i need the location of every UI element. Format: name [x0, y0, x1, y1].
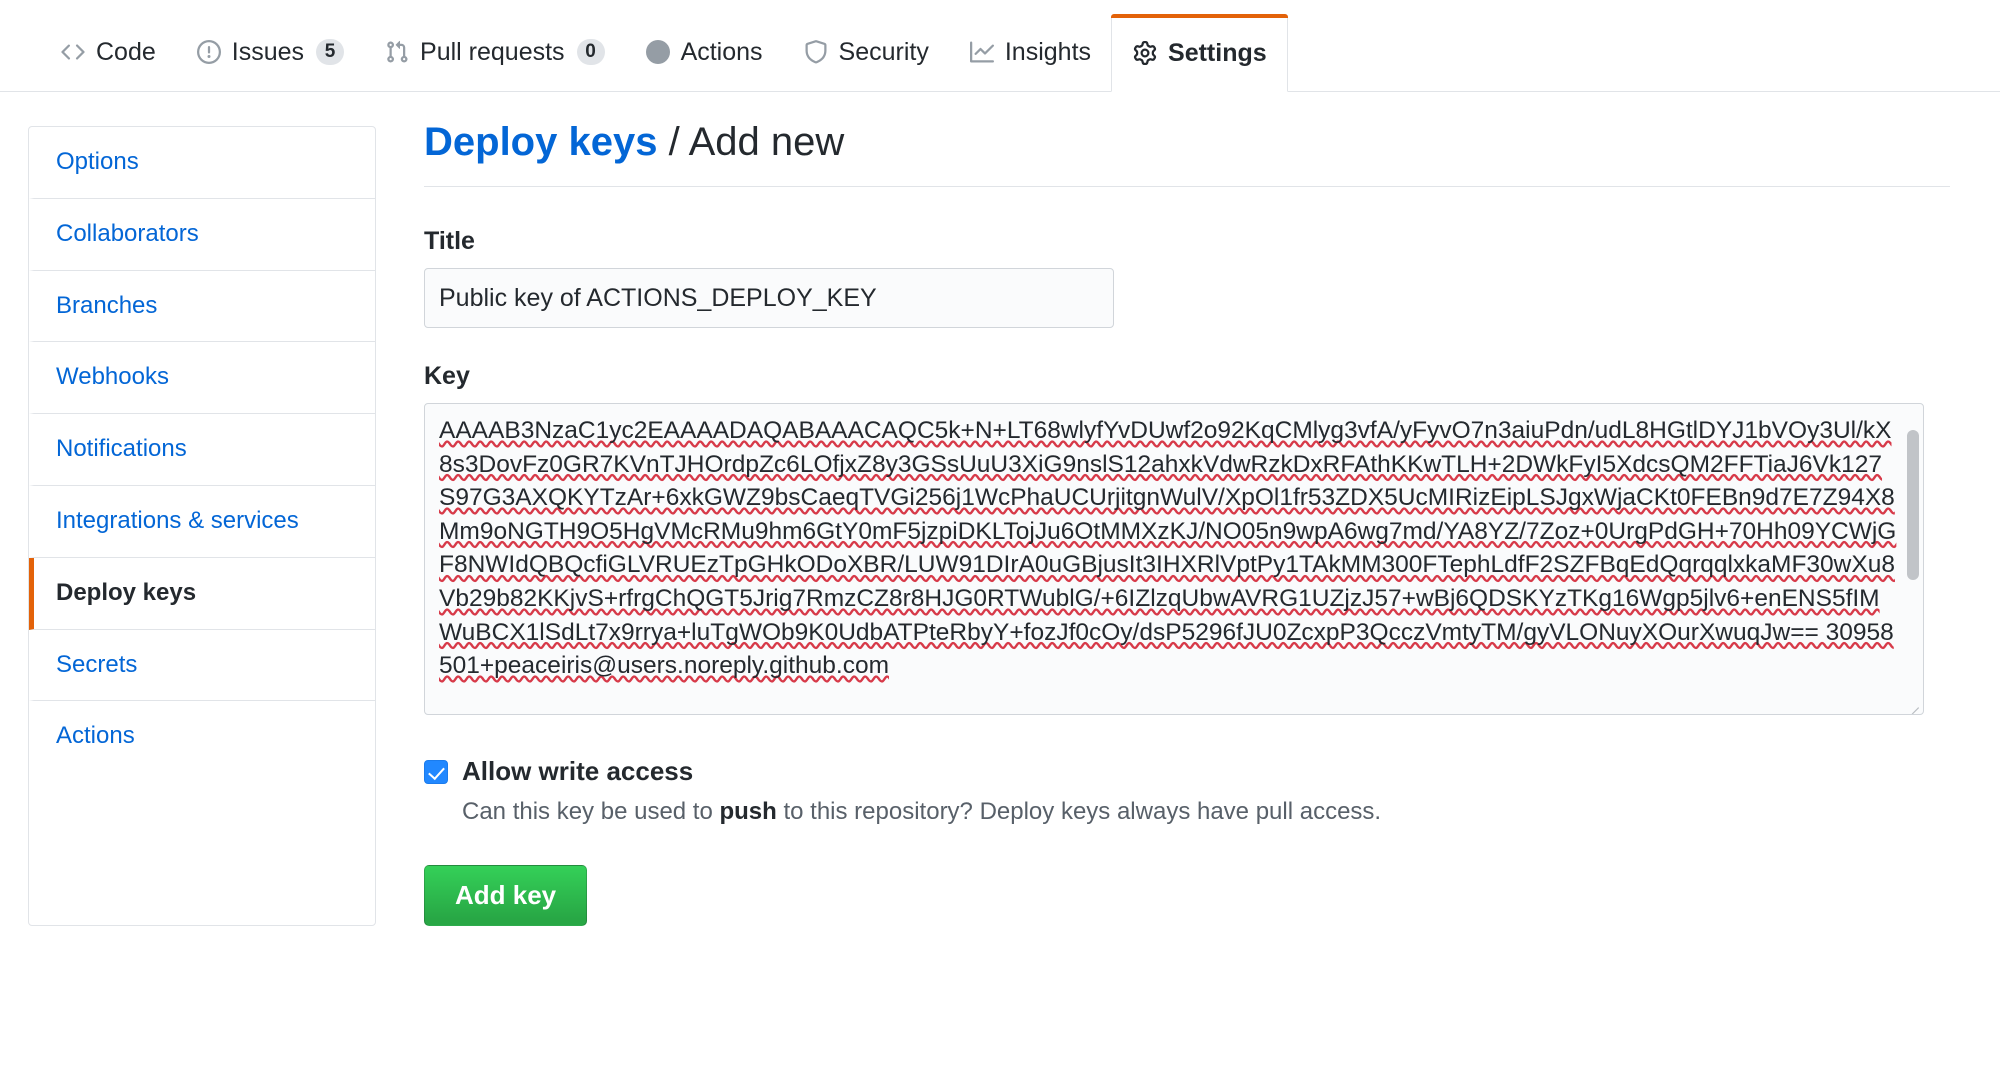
tab-actions-label: Actions [680, 37, 763, 66]
title-field-group: Title [424, 227, 1950, 328]
gear-icon [1132, 40, 1158, 66]
allow-write-access-note: Can this key be used to push to this rep… [462, 795, 1950, 829]
allow-write-note-before: Can this key be used to [462, 798, 720, 826]
shield-icon [803, 39, 829, 65]
key-field-group: Key AAAAB3NzaC1yc2EAAAADAQABAAACAQC5k+N+… [424, 362, 1950, 715]
sidebar-item-actions[interactable]: Actions [56, 722, 135, 750]
issues-counter: 5 [316, 39, 345, 65]
allow-write-note-after: to this repository? Deploy keys always h… [776, 798, 1382, 826]
sidebar-item-notifications[interactable]: Notifications [29, 414, 375, 486]
sidebar-item-webhooks[interactable]: Webhooks [29, 342, 375, 415]
key-textarea[interactable]: AAAAB3NzaC1yc2EAAAADAQABAAACAQC5k+N+LT68… [424, 403, 1924, 715]
allow-write-access-label[interactable]: Allow write access [462, 756, 694, 786]
tab-security[interactable]: Security [783, 13, 949, 91]
tab-actions[interactable]: Actions [625, 13, 783, 91]
tab-code[interactable]: Code [40, 13, 176, 91]
tab-insights[interactable]: Insights [949, 13, 1111, 91]
graph-icon [969, 39, 995, 65]
tab-settings-label: Settings [1168, 38, 1267, 67]
add-key-button[interactable]: Add key [424, 864, 588, 926]
allow-write-note-bold: push [719, 798, 777, 826]
issue-opened-icon [196, 39, 222, 65]
resize-handle-icon[interactable] [1903, 694, 1919, 714]
breadcrumb-separator: / [668, 120, 680, 164]
title-input[interactable] [424, 268, 1114, 328]
tab-settings[interactable]: Settings [1111, 14, 1288, 92]
repo-nav: Code Issues 5 Pull requests 0 Actions Se… [0, 0, 2000, 92]
tab-pull-requests[interactable]: Pull requests 0 [364, 13, 625, 91]
git-pull-request-icon [384, 39, 410, 65]
tab-insights-label: Insights [1004, 37, 1092, 66]
breadcrumb-deploy-keys-link[interactable]: Deploy keys [424, 120, 658, 164]
key-textarea-wrapper: AAAAB3NzaC1yc2EAAAADAQABAAACAQC5k+N+LT68… [424, 403, 1924, 715]
sidebar-item-deploy-keys[interactable]: Deploy keys [29, 557, 375, 630]
page-body: Options Collaborators Branches Webhooks … [0, 92, 2000, 926]
sidebar-item-integrations-services[interactable]: Integrations & services [29, 486, 375, 558]
breadcrumb-current: Add new [688, 120, 845, 164]
play-icon [645, 39, 671, 65]
key-textarea-scrollbar[interactable] [1907, 430, 1919, 688]
tab-pull-requests-label: Pull requests [420, 37, 565, 66]
tab-issues-label: Issues [231, 37, 305, 66]
title-field-label: Title [424, 227, 475, 255]
page-title: Deploy keys / Add new [424, 120, 1950, 187]
key-field-label: Key [424, 362, 470, 390]
pull-requests-counter: 0 [576, 39, 605, 65]
sidebar-item-options[interactable]: Options [29, 127, 375, 199]
tab-issues[interactable]: Issues 5 [176, 13, 364, 91]
allow-write-access-row: Allow write access [424, 753, 1950, 789]
sidebar-item-branches[interactable]: Branches [29, 271, 375, 343]
sidebar-item-collaborators[interactable]: Collaborators [29, 199, 375, 271]
key-textarea-value: AAAAB3NzaC1yc2EAAAADAQABAAACAQC5k+N+LT68… [439, 417, 1897, 680]
tab-security-label: Security [838, 37, 929, 66]
allow-write-access-checkbox[interactable] [424, 760, 448, 784]
tab-code-label: Code [96, 37, 156, 66]
code-icon [60, 39, 86, 65]
settings-sidebar: Options Collaborators Branches Webhooks … [28, 126, 376, 926]
sidebar-item-secrets[interactable]: Secrets [29, 630, 375, 702]
main-content: Deploy keys / Add new Title Key AAAAB3Nz… [424, 120, 1960, 926]
key-textarea-scrollbar-thumb[interactable] [1907, 430, 1919, 580]
